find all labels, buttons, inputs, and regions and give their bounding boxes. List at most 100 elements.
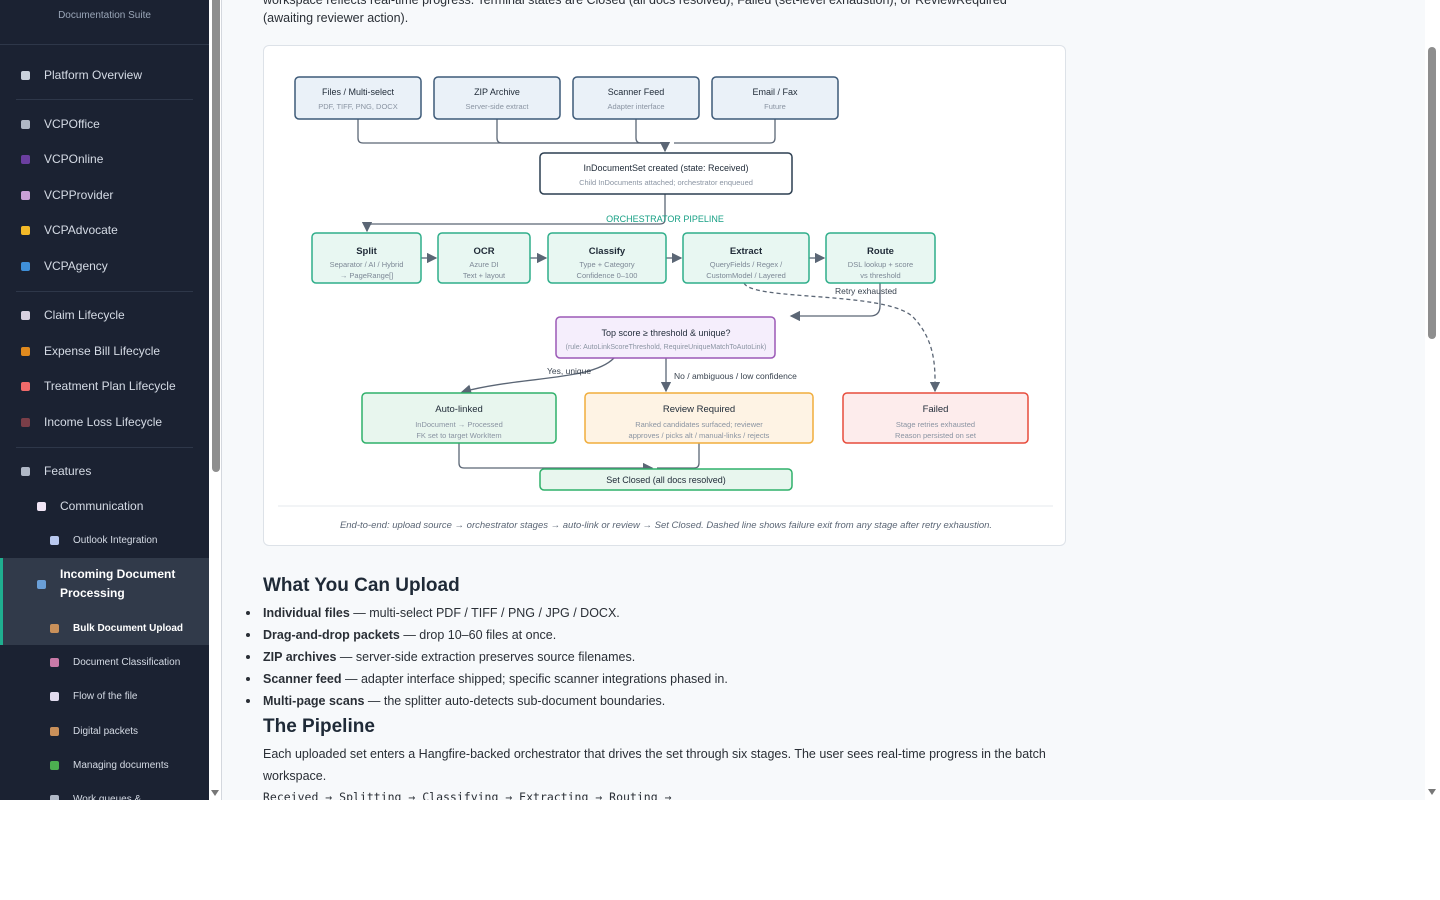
sidebar-item-document-classification[interactable]: Document Classification — [0, 647, 209, 677]
source-sub: Server-side extract — [466, 102, 530, 111]
source-title: ZIP Archive — [474, 87, 520, 97]
sidebar-item-label: Outlook Integration — [73, 534, 158, 546]
sidebar-item-label: Communication — [60, 499, 144, 513]
sidebar-item-work-queues[interactable]: Work queues & — [0, 784, 209, 800]
sidebar-item-incoming-document-processing[interactable]: Incoming Document Processing — [0, 562, 180, 606]
sidebar-item-label: Flow of the file — [73, 690, 138, 702]
outlook-icon — [50, 535, 59, 545]
sidebar-item-label: VCPProvider — [44, 188, 114, 202]
sidebar-item-label: Managing documents — [73, 759, 169, 771]
sidebar-item-label: Claim Lifecycle — [44, 308, 125, 322]
sidebar-item-platform-overview[interactable]: Platform Overview — [0, 60, 209, 90]
source-node — [572, 76, 700, 120]
sidebar-item-expense-bill-lifecycle[interactable]: Expense Bill Lifecycle — [0, 336, 209, 366]
sidebar-scrollbar[interactable] — [209, 0, 221, 800]
sidebar-item-communication[interactable]: Communication — [0, 491, 209, 521]
decision-sub: (rule: AutoLinkScoreThreshold, RequireUn… — [566, 344, 767, 351]
divider — [0, 44, 209, 45]
gear-icon — [21, 119, 30, 129]
handshake-icon — [21, 225, 30, 235]
stage-node — [825, 232, 936, 284]
set-created-sub: Child InDocuments attached; orchestrator… — [579, 178, 753, 187]
list-item: ZIP archives — server-side extraction pr… — [246, 646, 728, 668]
page-icon — [50, 691, 59, 701]
sidebar-item-label: Bulk Document Upload — [73, 622, 184, 634]
sidebar-item-outlook-integration[interactable]: Outlook Integration — [0, 525, 209, 555]
outcome-title: Review Required — [663, 404, 735, 415]
brand-title: Documentation Suite — [58, 10, 151, 21]
sidebar-item-treatment-plan-lifecycle[interactable]: Treatment Plan Lifecycle — [0, 371, 209, 401]
sidebar-item-label: Digital packets — [73, 725, 139, 737]
outcome-node — [842, 392, 1029, 444]
decision-title: Top score ≥ threshold & unique? — [601, 328, 730, 338]
source-sub: Adapter interface — [607, 102, 664, 111]
source-sub: Future — [764, 102, 786, 111]
list-item: Scanner feed — adapter interface shipped… — [246, 668, 728, 690]
item-term: Scanner feed — [263, 672, 342, 686]
inbox-icon — [37, 579, 46, 589]
speech-bubble-icon — [37, 501, 46, 511]
sidebar-item-label: Document Classification — [73, 656, 181, 668]
outcome-title: Failed — [923, 404, 949, 415]
stage-node — [437, 232, 531, 284]
fax-icon — [21, 190, 30, 200]
upload-list: Individual files — multi-select PDF / TI… — [246, 602, 728, 712]
source-title: Email / Fax — [752, 87, 798, 97]
stage-sub: Text + layout — [463, 271, 506, 280]
sidebar-item-vcpadvocate[interactable]: VCPAdvocate — [0, 215, 209, 245]
item-term: ZIP archives — [263, 650, 337, 664]
sidebar-item-vcponline[interactable]: VCPOnline — [0, 144, 209, 174]
sidebar-item-claim-lifecycle[interactable]: Claim Lifecycle — [0, 300, 209, 330]
package-icon — [50, 726, 59, 736]
sidebar-item-label: Work queues & — [73, 793, 142, 801]
sidebar-item-label: VCPOffice — [44, 117, 100, 131]
stage-title: Classify — [589, 246, 626, 257]
person-icon — [21, 154, 30, 164]
scroll-down-icon[interactable] — [211, 790, 219, 796]
item-desc: — adapter interface shipped; specific sc… — [341, 672, 728, 686]
item-desc: — drop 10–60 files at once. — [399, 628, 557, 642]
sidebar-item-label: Income Loss Lifecycle — [44, 415, 163, 429]
stage-sub: Confidence 0–100 — [577, 271, 638, 280]
menu-icon — [21, 70, 30, 80]
outcome-node — [361, 392, 557, 444]
item-term: Multi-page scans — [263, 694, 365, 708]
list-item: Multi-page scans — the splitter auto-det… — [246, 690, 728, 712]
source-sub: PDF, TIFF, PNG, DOCX — [318, 102, 397, 111]
sidebar-item-label: Features — [44, 464, 92, 478]
page-scrollbar[interactable] — [1425, 0, 1440, 800]
documents-icon — [50, 760, 59, 770]
source-title: Scanner Feed — [608, 87, 665, 97]
sidebar-item-vcpprovider[interactable]: VCPProvider — [0, 180, 209, 210]
scroll-down-icon[interactable] — [1428, 789, 1436, 795]
sidebar-item-income-loss-lifecycle[interactable]: Income Loss Lifecycle — [0, 407, 209, 437]
item-desc: — the splitter auto-detects sub-document… — [364, 694, 666, 708]
sidebar-item-vcpagency[interactable]: VCPAgency — [0, 251, 209, 281]
sidebar-item-digital-packets[interactable]: Digital packets — [0, 716, 209, 746]
queue-icon — [50, 794, 59, 800]
outcome-sub: Ranked candidates surfaced; reviewer — [635, 420, 763, 429]
sidebar-item-label: Treatment Plan Lifecycle — [44, 379, 176, 393]
sidebar-item-managing-documents[interactable]: Managing documents — [0, 750, 209, 780]
retry-label: Retry exhausted — [835, 286, 897, 296]
stage-title: OCR — [473, 246, 494, 257]
stage-sub: → PageRange[] — [340, 271, 393, 280]
item-desc: — server-side extraction preserves sourc… — [336, 650, 636, 664]
outcome-node — [584, 392, 814, 444]
sidebar-item-flow-of-the-file[interactable]: Flow of the file — [0, 681, 209, 711]
source-node — [711, 76, 839, 120]
source-node — [294, 76, 422, 120]
sidebar-item-features[interactable]: Features — [0, 456, 209, 486]
pipeline-text: Each uploaded set enters a Hangfire-back… — [263, 747, 1046, 783]
sidebar-item-label: Expense Bill Lifecycle — [44, 344, 161, 358]
outcome-sub: FK set to target WorkItem — [416, 431, 501, 440]
yes-label: Yes, unique — [547, 366, 591, 376]
stage-sub: Azure DI — [469, 260, 498, 269]
sidebar-item-bulk-document-upload[interactable]: Bulk Document Upload — [0, 613, 209, 643]
stage-sub: Type + Category — [579, 260, 634, 269]
sidebar-item-vcpoffice[interactable]: VCPOffice — [0, 109, 209, 139]
outcome-sub: approves / picks alt / manual-links / re… — [629, 431, 770, 440]
pipeline-label: ORCHESTRATOR PIPELINE — [606, 214, 724, 224]
sidebar-item-label: VCPAgency — [44, 259, 108, 273]
